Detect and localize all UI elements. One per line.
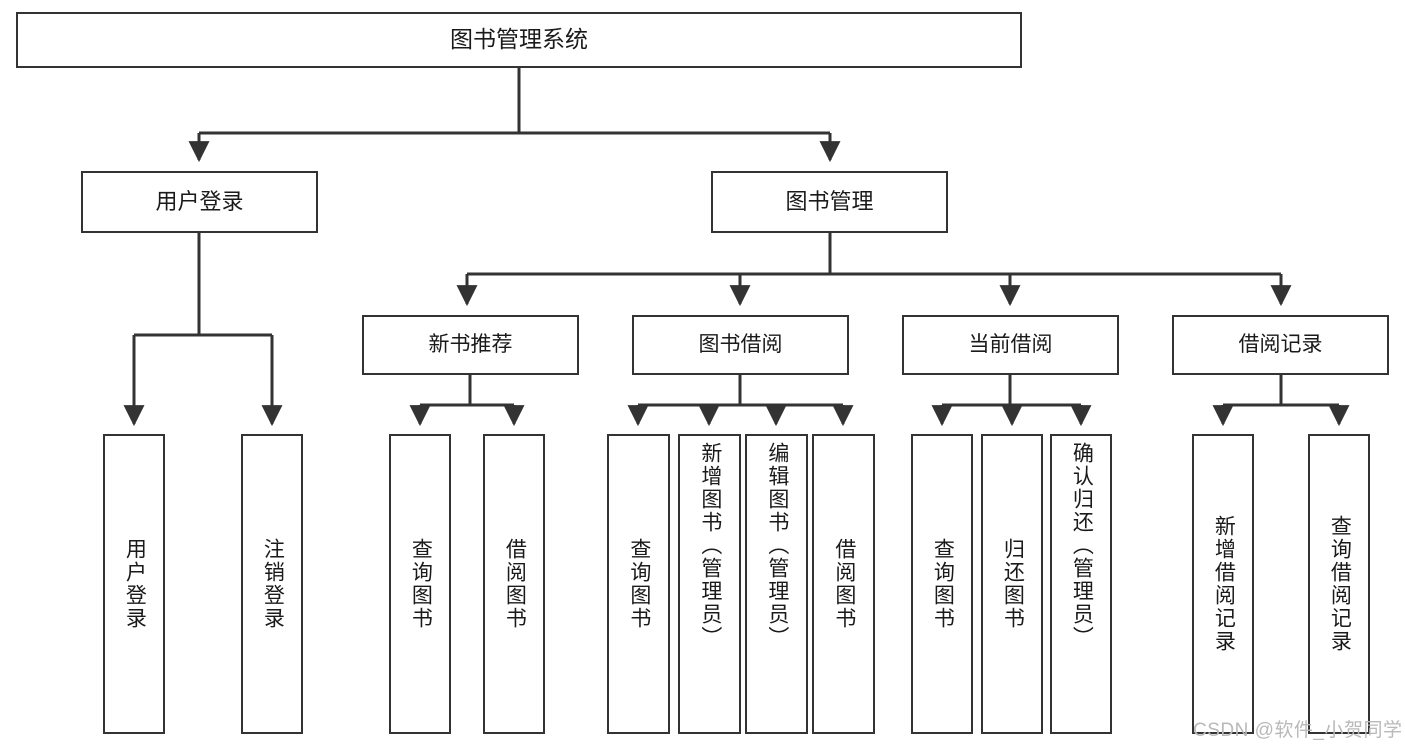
- csdn-watermark: CSDN @软件_小贺同学: [1193, 720, 1403, 741]
- node-leaf-10: 确认归还（管理员）: [1050, 434, 1112, 734]
- node-leaf-6: 编辑图书（管理员）: [745, 434, 808, 734]
- node-leaf-0: 用户登录: [103, 434, 165, 734]
- node-root-图书管理系统: 图书管理系统: [16, 12, 1022, 68]
- node-level1-0: 用户登录: [81, 171, 318, 233]
- node-leaf-1: 注销登录: [241, 434, 303, 734]
- node-level1-1: 图书管理: [711, 171, 948, 233]
- node-leaf-8: 查询图书: [911, 434, 973, 734]
- node-leaf-11: 新增借阅记录: [1192, 434, 1254, 734]
- node-level2-0: 新书推荐: [362, 315, 579, 375]
- node-leaf-3: 借阅图书: [483, 434, 545, 734]
- node-leaf-4: 查询图书: [607, 434, 670, 734]
- node-leaf-7: 借阅图书: [812, 434, 875, 734]
- node-level2-2: 当前借阅: [902, 315, 1119, 375]
- node-level2-1: 图书借阅: [632, 315, 849, 375]
- node-leaf-2: 查询图书: [389, 434, 451, 734]
- node-leaf-12: 查询借阅记录: [1308, 434, 1370, 734]
- node-leaf-5: 新增图书（管理员）: [678, 434, 741, 734]
- node-level2-3: 借阅记录: [1172, 315, 1389, 375]
- node-leaf-9: 归还图书: [981, 434, 1043, 734]
